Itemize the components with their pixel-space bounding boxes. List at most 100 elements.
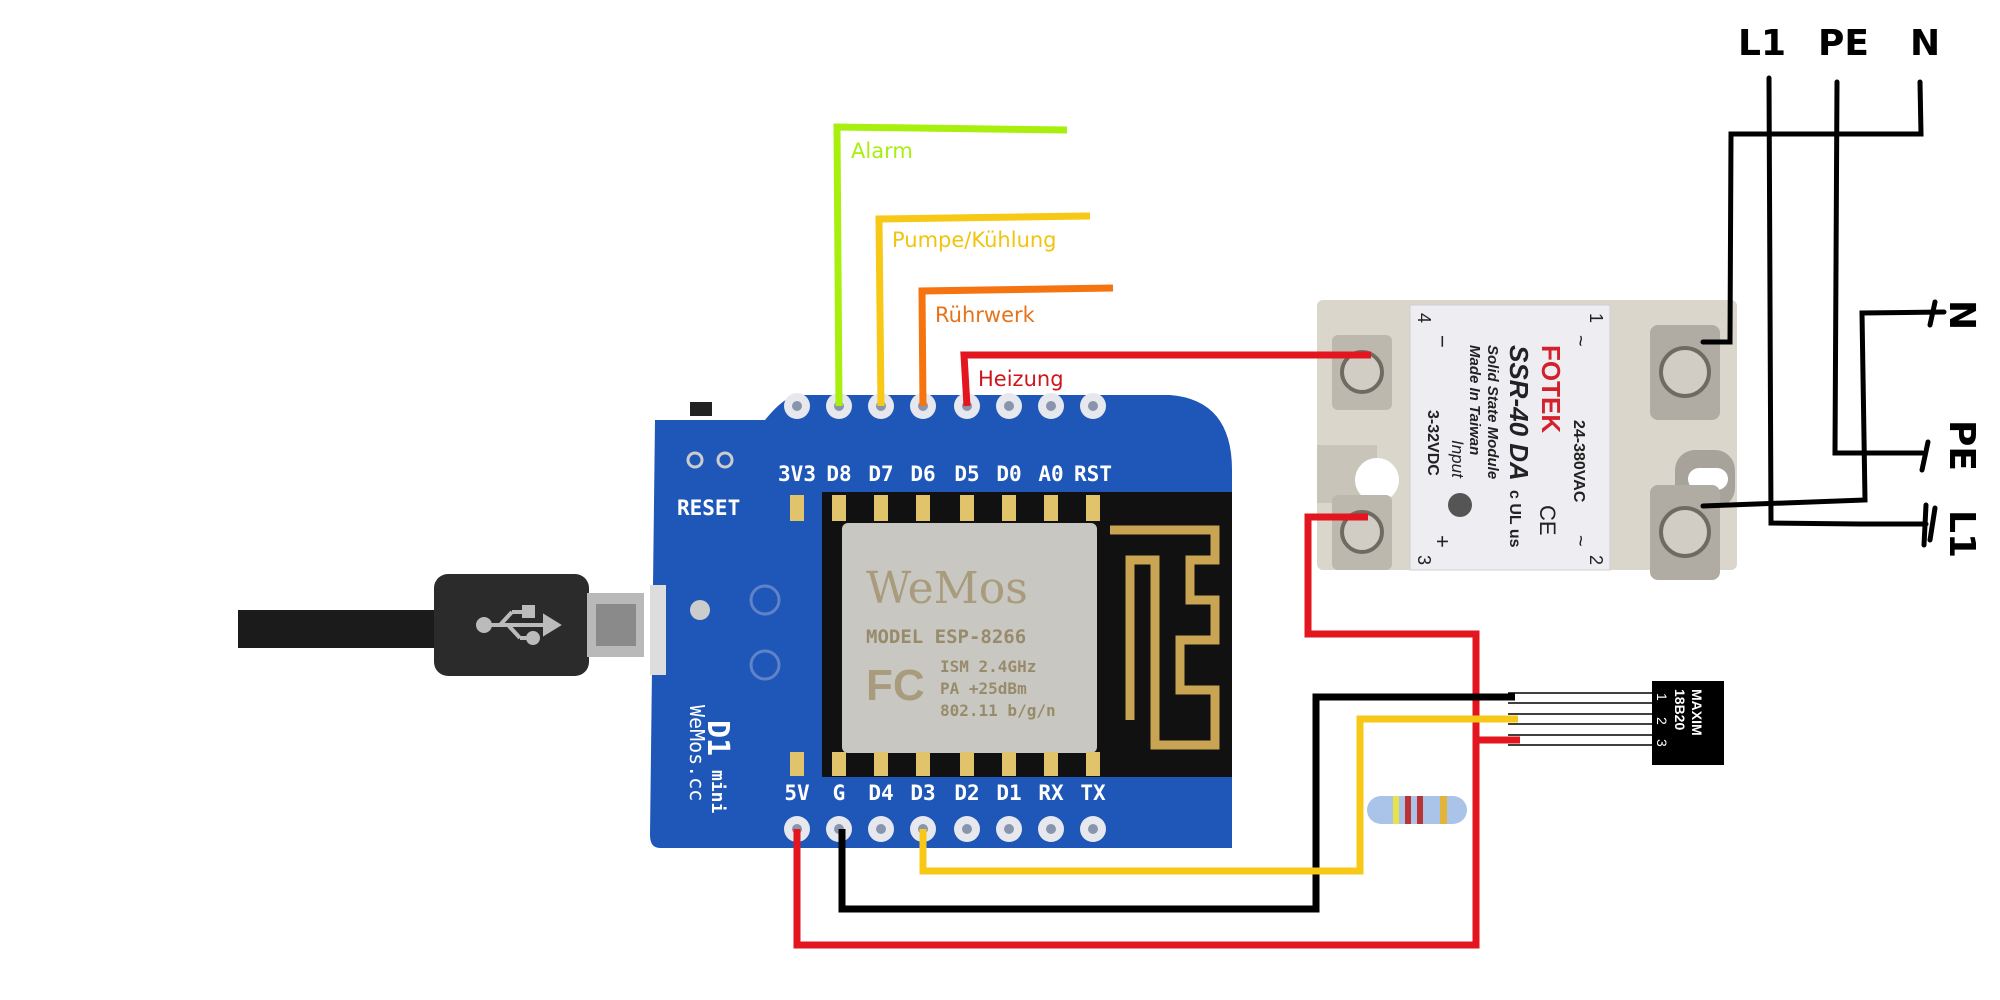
- pin-label: D5: [954, 462, 979, 486]
- pin-label: D6: [910, 462, 935, 486]
- sensor-brand: MAXIM: [1689, 689, 1705, 736]
- castellation-pad: [790, 752, 804, 776]
- module-spec-1: ISM 2.4GHz: [940, 657, 1036, 676]
- usb-cable: [238, 574, 644, 676]
- module-spec-2: PA +25dBm: [940, 679, 1027, 698]
- ssr-tilde-1: ~: [1569, 335, 1591, 347]
- sensor-pin-3: 3: [1654, 739, 1670, 747]
- pin-label: RX: [1038, 781, 1064, 805]
- mains-top-l1: L1: [1738, 23, 1786, 64]
- mains-right-n: N: [1941, 300, 1982, 330]
- castellation-pad: [960, 752, 974, 776]
- pin-label: RST: [1074, 462, 1112, 486]
- castellation-pad: [916, 495, 930, 521]
- board-sub: mini: [707, 770, 728, 814]
- pin-label: D1: [996, 781, 1021, 805]
- usb-icon: [476, 605, 562, 645]
- antenna-trace: [1110, 525, 1220, 750]
- pin-label: D3: [910, 781, 935, 805]
- ssr-terminal-1: 1: [1586, 313, 1606, 323]
- castellation-pad: [1002, 495, 1016, 521]
- esp-module-shield: [842, 523, 1097, 753]
- pin-label: D0: [996, 462, 1021, 486]
- castellation-pad: [874, 752, 888, 776]
- castellation-pad: [1086, 495, 1100, 521]
- module-spec-3: 802.11 b/g/n: [940, 701, 1056, 720]
- fc-logo: FC: [866, 661, 925, 710]
- castellation-pad: [960, 495, 974, 521]
- sensor-model: 18B20: [1672, 689, 1688, 730]
- ssr-tilde-2: ~: [1569, 535, 1591, 547]
- ssr-plus: +: [1430, 535, 1455, 548]
- mains-right-pe: PE: [1941, 420, 1982, 471]
- castellation-pad: [874, 495, 888, 521]
- castellation-pad: [832, 752, 846, 776]
- ssr-input-range: 3-32VDC: [1424, 410, 1441, 476]
- pin-label: D8: [826, 462, 851, 486]
- ssr-output-range: 24-380VAC: [1570, 420, 1587, 503]
- pin-rst: RST: [1074, 393, 1112, 486]
- pin-d2: D2: [954, 781, 980, 842]
- reset-label: RESET: [677, 496, 740, 520]
- pin-label: D4: [868, 781, 893, 805]
- castellation-pad: [916, 752, 930, 776]
- board-url: WeMos.cc: [685, 705, 709, 801]
- pin-d4: D4: [868, 781, 894, 842]
- pin-label: D2: [954, 781, 979, 805]
- ssr-minus: −: [1430, 335, 1455, 348]
- stirrer-label: Rührwerk: [935, 303, 1036, 327]
- power-5v-wire: [793, 513, 1520, 949]
- pin-label: 5V: [784, 781, 810, 805]
- ssr-terminal-4: 4: [1414, 313, 1434, 323]
- castellation-pad: [1044, 752, 1058, 776]
- screw-icon: [1340, 346, 1711, 558]
- module-brand: WeMos: [866, 563, 1028, 614]
- pin-label: 3V3: [778, 462, 816, 486]
- led-indicator: [1448, 493, 1472, 517]
- ssr-line-2: Made In Taiwan: [1466, 345, 1483, 455]
- solid-state-relay: FOTEK SSR-40 DA Solid State Module Made …: [1317, 300, 1737, 580]
- mains-wiring: [1700, 75, 1947, 548]
- pin-rx: RX: [1038, 781, 1064, 842]
- ssr-model: SSR-40 DA: [1504, 345, 1534, 481]
- ssr-line-1: Solid State Module: [1484, 345, 1501, 479]
- heater-label: Heizung: [978, 367, 1064, 391]
- ds18b20-sensor: MAXIM 18B20 1 2 3: [1508, 681, 1724, 765]
- mains-top-pe: PE: [1818, 23, 1869, 64]
- mains-top-n: N: [1910, 23, 1940, 64]
- sensor-pin-1: 1: [1654, 693, 1670, 701]
- castellation-pad: [832, 495, 846, 521]
- mains-right-l1: L1: [1941, 510, 1982, 558]
- ssr-input-label: Input: [1448, 440, 1467, 479]
- stirrer-wire: [918, 284, 1114, 407]
- wemos-d1-mini-board: RESET D1 mini WeMos.cc WeMos MODEL ESP-8…: [650, 393, 1232, 848]
- pin-tx: TX: [1080, 781, 1106, 842]
- castellation-pad: [1044, 495, 1058, 521]
- pin-label: G: [833, 781, 846, 805]
- board-name: D1: [700, 720, 735, 756]
- alarm-wire: [833, 123, 1068, 407]
- pin-label: A0: [1038, 462, 1063, 486]
- pullup-resistor: [1367, 796, 1467, 824]
- pin-label: TX: [1080, 781, 1106, 805]
- pump-label: Pumpe/Kühlung: [892, 228, 1057, 252]
- castellation-pad: [1086, 752, 1100, 776]
- castellation-pad: [1002, 752, 1016, 776]
- module-model: MODEL ESP-8266: [866, 626, 1026, 648]
- castellation-pad: [790, 495, 804, 521]
- data-wire: [919, 715, 1518, 875]
- pin-d0: D0: [996, 393, 1022, 486]
- heater-wire: [960, 351, 1371, 407]
- ssr-terminal-3: 3: [1414, 555, 1434, 565]
- ssr-terminal-2: 2: [1586, 555, 1606, 565]
- pin-3v3: 3V3: [778, 393, 816, 486]
- sensor-pin-2: 2: [1654, 717, 1670, 725]
- alarm-label: Alarm: [851, 139, 913, 163]
- pin-d1: D1: [996, 781, 1022, 842]
- pin-label: D7: [868, 462, 893, 486]
- ce-mark: CE: [1535, 505, 1560, 536]
- ground-wire: [838, 693, 1515, 913]
- ul-mark: c UL us: [1506, 490, 1523, 548]
- pin-a0: A0: [1038, 393, 1064, 486]
